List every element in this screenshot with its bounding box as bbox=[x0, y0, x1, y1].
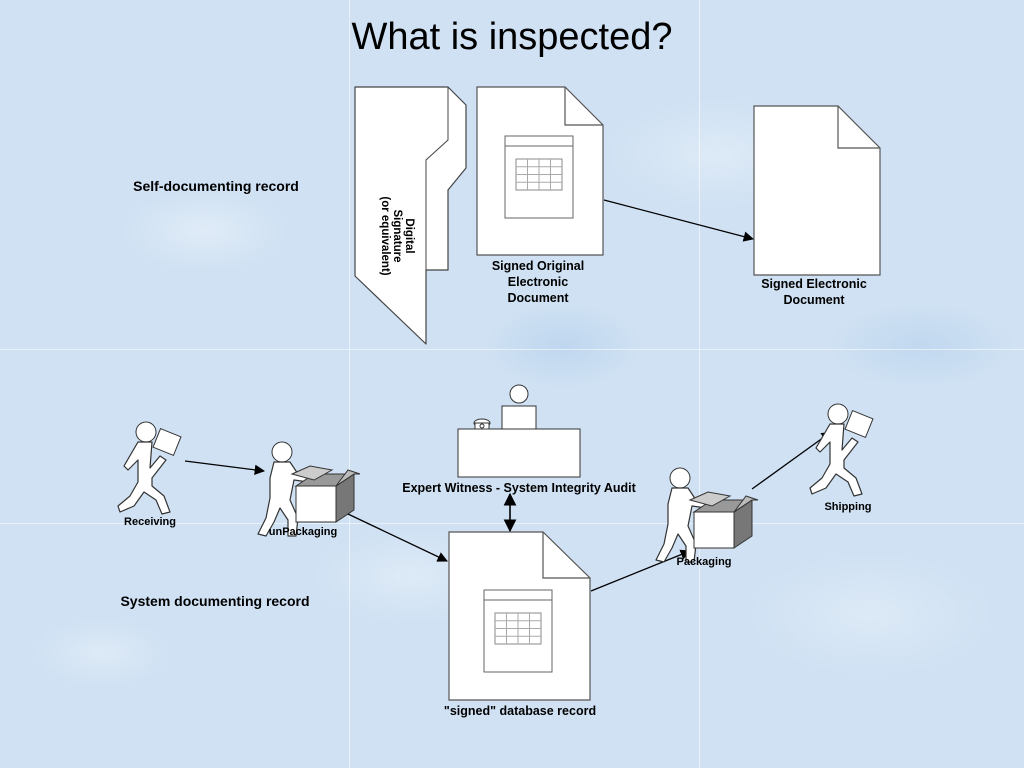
person-carrying-box-icon bbox=[809, 403, 874, 497]
person-packing-box-icon bbox=[655, 467, 759, 563]
database-record-label: "signed" database record bbox=[443, 704, 597, 718]
unpackaging-figure bbox=[257, 441, 361, 537]
digital-signature-folder bbox=[354, 86, 467, 345]
spreadsheet-icon bbox=[483, 589, 553, 673]
background-seam bbox=[699, 0, 700, 768]
digital-signature-label: Digital Signature (or equivalent) bbox=[379, 196, 415, 276]
arrow-packaging-to-shipping bbox=[751, 431, 832, 490]
person-at-desk-icon bbox=[501, 384, 537, 431]
expert-witness-desk bbox=[457, 384, 581, 478]
packaging-figure bbox=[655, 467, 759, 563]
arrow-original-to-electronic bbox=[603, 199, 755, 242]
database-record-document bbox=[448, 531, 591, 701]
spreadsheet-icon bbox=[504, 135, 574, 219]
arrow-receiving-to-unpackaging bbox=[184, 460, 266, 475]
packaging-label: Packaging bbox=[676, 556, 732, 568]
slide-title: What is inspected? bbox=[351, 16, 673, 58]
shipping-figure bbox=[809, 403, 874, 497]
receiving-label: Receiving bbox=[124, 516, 176, 528]
signed-electronic-label: Signed Electronic Document bbox=[761, 277, 867, 307]
background-seam bbox=[0, 349, 1024, 350]
document-icon bbox=[753, 105, 881, 276]
arrow-database-to-packaging bbox=[590, 549, 691, 592]
person-carrying-box-icon bbox=[117, 421, 182, 515]
background-seam bbox=[349, 0, 350, 768]
unpackaging-label: unPackaging bbox=[268, 526, 338, 538]
section-label-self-documenting: Self-documenting record bbox=[133, 178, 299, 194]
folder-icon bbox=[354, 86, 467, 345]
signed-original-label: Signed Original Electronic Document bbox=[491, 259, 585, 305]
person-packing-box-icon bbox=[257, 441, 361, 537]
telephone-icon bbox=[473, 418, 491, 430]
signed-original-document bbox=[476, 86, 604, 256]
section-label-system-documenting: System documenting record bbox=[120, 593, 310, 609]
signed-electronic-document bbox=[753, 105, 881, 276]
shipping-label: Shipping bbox=[824, 501, 872, 513]
expert-witness-label: Expert Witness - System Integrity Audit bbox=[402, 481, 636, 495]
receiving-figure bbox=[117, 421, 182, 515]
arrow-unpackaging-to-database bbox=[347, 513, 448, 562]
